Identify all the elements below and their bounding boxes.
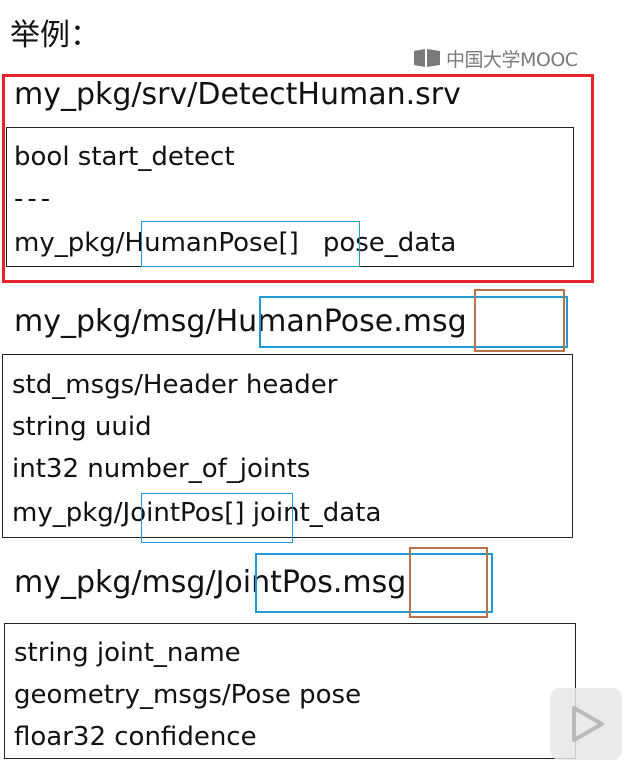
humanpose-type-highlight	[141, 221, 360, 267]
jointpos-line-3: floar32 confidence	[14, 722, 257, 752]
humanpose-line-2: string uuid	[12, 412, 152, 442]
humanpose-line-4: my_pkg/JointPos[] joint_data	[12, 497, 381, 529]
humanpose-file-path: my_pkg/msg/HumanPose.msg	[14, 304, 467, 340]
humanpose-line-1: std_msgs/Header header	[12, 370, 338, 400]
jointpos-ext-highlight	[409, 547, 488, 618]
humanpose-last-prefix: my_pkg/	[12, 498, 123, 528]
humanpose-path-ext: .msg	[393, 304, 467, 339]
humanpose-path-prefix: my_pkg/msg/	[14, 304, 216, 339]
jointpos-name-highlight	[255, 553, 493, 613]
humanpose-ext-highlight	[474, 289, 565, 352]
srv-response-line: my_pkg/HumanPose[] pose_data	[14, 227, 456, 259]
jointpos-path-prefix: my_pkg/msg/	[14, 565, 216, 600]
play-button[interactable]	[550, 688, 622, 760]
srv-response-type: HumanPose[]	[124, 228, 299, 258]
humanpose-last-type: JointPos[]	[122, 498, 245, 528]
srv-separator: ---	[14, 184, 55, 214]
jointpos-line-2: geometry_msgs/Pose pose	[14, 680, 362, 710]
humanpose-path-name: HumanPose	[215, 304, 394, 339]
play-icon	[572, 706, 604, 742]
srv-response-field: pose_data	[322, 228, 457, 258]
jointpos-line-1: string joint_name	[14, 638, 241, 668]
humanpose-name-highlight	[259, 296, 568, 348]
srv-file-path: my_pkg/srv/DetectHuman.srv	[14, 77, 461, 112]
srv-highlight-frame	[2, 74, 594, 283]
jointpos-file-path: my_pkg/msg/JointPos.msg	[14, 565, 406, 601]
humanpose-line-3: int32 number_of_joints	[12, 454, 311, 484]
humanpose-definition-box	[2, 354, 573, 538]
mooc-watermark: 中国大学MOOC	[412, 44, 578, 72]
page-heading: 举例：	[10, 18, 100, 53]
mooc-logo-icon	[414, 49, 440, 67]
humanpose-last-field: joint_data	[244, 498, 382, 528]
jointpos-path-ext: .msg	[332, 565, 407, 600]
srv-response-prefix: my_pkg/	[14, 228, 125, 258]
jointpos-path-name: JointPos	[215, 565, 333, 600]
srv-request-line: bool start_detect	[14, 142, 235, 172]
watermark-text: 中国大学MOOC	[446, 48, 578, 71]
jointpos-type-highlight	[141, 493, 293, 543]
